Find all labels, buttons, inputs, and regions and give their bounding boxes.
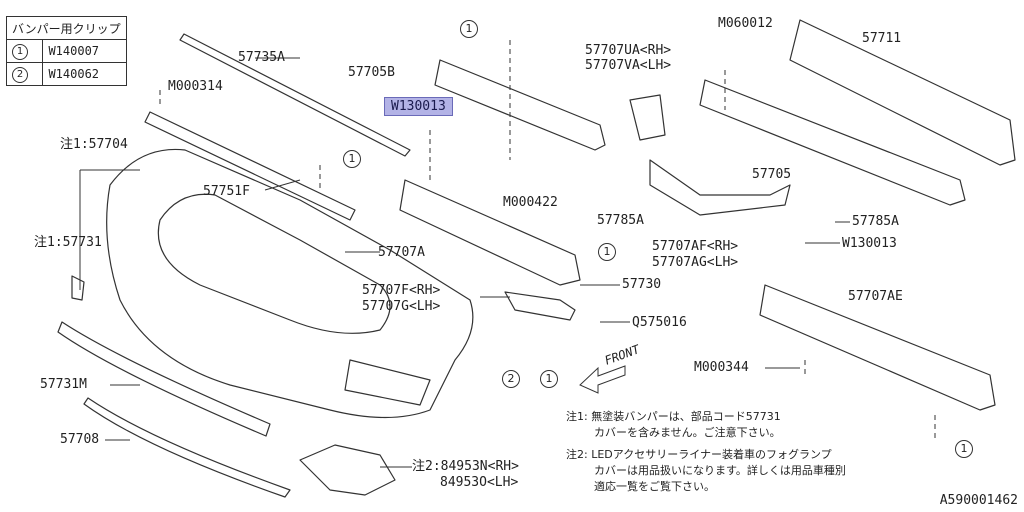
legend-mark: 1 — [5, 39, 44, 63]
legend-mark: 2 — [5, 62, 44, 86]
label-M000314: M000314 — [168, 79, 223, 94]
label-57708: 57708 — [60, 432, 100, 447]
clip-callout: 1 — [343, 150, 361, 168]
label-57707A: 57707A — [378, 245, 425, 260]
part-57731M-strip — [57, 321, 271, 437]
label-84953O: 84953O<LH> — [440, 475, 519, 490]
part-57731-cover — [71, 275, 85, 301]
part-57707AF-bracket — [649, 159, 791, 216]
figure-id: A590001462 — [939, 493, 1018, 508]
bumper-fog-opening — [344, 359, 431, 406]
clip-callout: 1 — [955, 440, 973, 458]
part-57707AE-beam — [759, 284, 996, 411]
legend-code: W140062 — [42, 62, 127, 86]
part-57705-beam — [699, 79, 966, 206]
label-57707G: 57707G<LH> — [362, 299, 441, 314]
bumper-grille-opening — [157, 193, 391, 334]
label-57785A-left: 57785A — [597, 213, 644, 228]
label-57707VA: 57707VA<LH> — [585, 58, 672, 73]
label-57705B: 57705B — [348, 65, 395, 80]
label-57751F: 57751F — [203, 184, 250, 199]
label-M000422: M000422 — [503, 195, 558, 210]
label-57704: 注1:57704 — [60, 137, 128, 152]
label-57785A-right: 57785A — [852, 214, 899, 229]
note-2-line-1: 注2: LEDアクセサリーライナー装着車のフォグランプ — [566, 448, 832, 461]
note-1-line-1: 注1: 無塗装バンパーは、部品コード57731 — [566, 410, 781, 423]
part-57704-bumper — [106, 148, 474, 419]
label-W130013: W130013 — [842, 236, 897, 251]
label-M000344: M000344 — [694, 360, 749, 375]
label-57705: 57705 — [752, 167, 792, 182]
label-Q575016: Q575016 — [632, 315, 687, 330]
clip-legend-table: バンパー用クリップ 1 W140007 2 W140062 — [5, 16, 127, 86]
leader-line — [264, 179, 301, 191]
legend-title: バンパー用クリップ — [6, 16, 127, 40]
clip-callout: 2 — [502, 370, 520, 388]
label-57735A: 57735A — [238, 50, 285, 65]
part-57707F-bracket — [504, 291, 576, 321]
label-57730: 57730 — [622, 277, 662, 292]
note-2-line-2: カバーは用品扱いになります。詳しくは用品車種別 — [594, 464, 846, 477]
label-84953N: 注2:84953N<RH> — [412, 459, 519, 474]
front-arrow-icon — [579, 365, 626, 394]
label-57707AG: 57707AG<LH> — [652, 255, 739, 270]
part-57730-absorber — [399, 179, 581, 286]
part-57711-reinforcement — [789, 19, 1016, 166]
label-57707UA: 57707UA<RH> — [585, 43, 672, 58]
part-57735A-strip — [179, 33, 411, 157]
part-57707UA-bracket — [629, 94, 666, 141]
clip-callout: 1 — [540, 370, 558, 388]
clip-callout: 1 — [460, 20, 478, 38]
label-57707AE: 57707AE — [848, 289, 903, 304]
label-W130013-highlighted[interactable]: W130013 — [384, 97, 453, 116]
label-M060012: M060012 — [718, 16, 773, 31]
clip-callout: 1 — [598, 243, 616, 261]
label-57731M: 57731M — [40, 377, 87, 392]
note-2-line-3: 適応一覧をご覧下さい。 — [594, 480, 715, 493]
part-57705B-beam — [434, 59, 606, 151]
part-57751F-bracket — [144, 111, 356, 221]
note-1-line-2: カバーを含みません。ご注意下さい。 — [594, 426, 781, 439]
label-57707AF: 57707AF<RH> — [652, 239, 739, 254]
label-57707F: 57707F<RH> — [362, 283, 441, 298]
label-57711: 57711 — [862, 31, 902, 46]
part-57708-lip — [83, 397, 291, 498]
legend-code: W140007 — [42, 39, 127, 63]
label-57731: 注1:57731 — [34, 235, 102, 250]
part-84953-bezel — [299, 444, 396, 496]
